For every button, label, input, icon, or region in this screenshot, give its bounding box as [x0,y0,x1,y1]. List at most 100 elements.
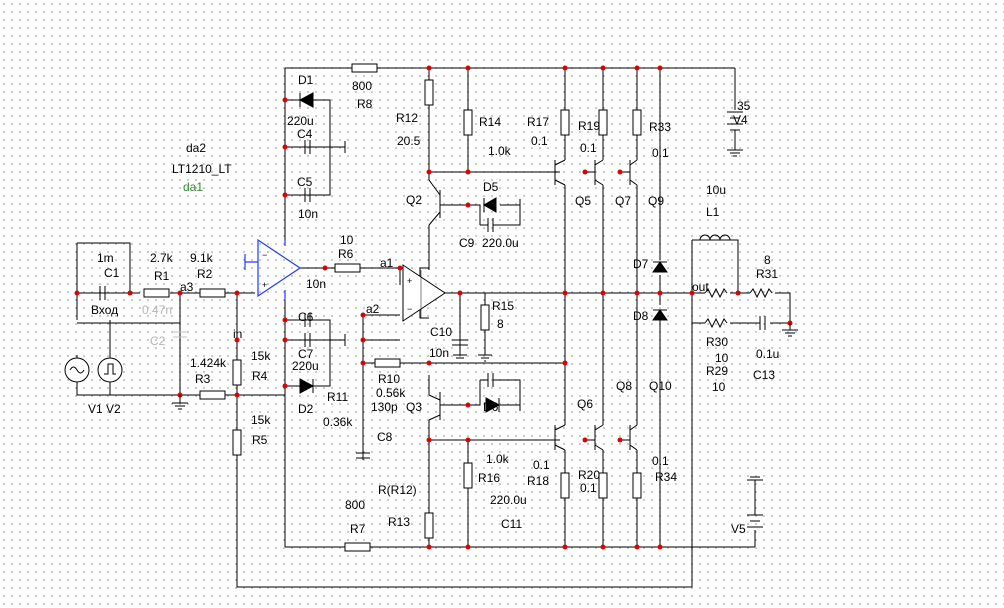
capacitor-c13[interactable] [759,316,766,330]
diode-d7[interactable] [652,261,668,273]
label-c7-value: 220u [292,359,319,373]
resistor-r10[interactable] [374,358,401,368]
label-c5-value: 10n [298,207,318,221]
inductor-l1[interactable] [699,234,731,241]
label-r18: R18 [527,474,549,488]
capacitor-c7[interactable] [304,333,346,347]
resistor-r18[interactable] [560,472,570,499]
label-c13-value: 0.1u [756,347,779,361]
label-d2: D2 [298,402,314,416]
label-rr12: R(R12) [378,483,417,497]
resistor-r3[interactable] [199,390,226,400]
diode-d8[interactable] [652,309,668,321]
label-c4: C4 [297,127,313,141]
label-c9-value: 220.0u [482,236,519,250]
resistor-r34[interactable] [632,472,642,499]
resistor-r16[interactable] [463,462,473,489]
label-q5: Q5 [575,194,591,208]
label-r6: R6 [338,247,354,261]
transistor-q7[interactable] [594,159,604,186]
label-q9: Q9 [648,194,664,208]
label-r30: R30 [706,335,728,349]
source-v5[interactable] [747,514,763,528]
resistor-r14[interactable] [463,109,473,136]
label-r4-value: 15k [251,349,271,363]
junction-dots [74,65,793,550]
label-r5: R5 [252,433,268,447]
label-c1-value: 1m [97,251,114,265]
label-d1: D1 [298,73,314,87]
label-r31: R31 [756,267,778,281]
capacitor-c10[interactable] [452,339,468,346]
source-v1[interactable] [64,357,90,383]
resistor-r6[interactable] [334,263,361,273]
capacitor-c4[interactable] [304,140,346,154]
capacitor-c8[interactable] [356,452,370,459]
resistor-r30[interactable] [704,317,728,329]
capacitor-c9[interactable] [480,205,521,232]
label-c4-value: 220u [287,114,314,128]
label-q8: Q8 [616,379,632,393]
label-lt1210: LT1210_LT [172,162,232,176]
svg-text:+: + [407,276,412,286]
label-r11: R11 [327,390,348,404]
diode-d1[interactable] [298,92,314,108]
transistor-q8[interactable] [594,424,604,451]
label-d8: D8 [633,309,649,323]
resistor-r12[interactable] [424,79,434,106]
label-r1: R1 [154,269,170,283]
resistor-r2[interactable] [199,288,226,298]
label-r14-value: 1.0k [488,144,512,158]
resistor-r19[interactable] [598,109,608,136]
capacitor-c5[interactable] [304,188,311,202]
capacitor-c11[interactable] [480,373,521,405]
label-r8-value: 800 [352,79,372,93]
label-r30-value: 10 [715,351,729,365]
resistor-r13[interactable] [424,512,434,539]
capacitor-c6[interactable] [304,313,311,327]
label-q6: Q6 [577,397,593,411]
diode-d2[interactable] [299,378,315,394]
source-v2[interactable] [97,320,123,395]
transistor-q6[interactable] [554,424,566,451]
resistor-r8[interactable] [351,63,378,73]
opamp-da2[interactable]: − + [244,238,302,300]
resistor-r1[interactable] [143,288,170,298]
capacitor-c1[interactable] [99,286,106,300]
label-r5-value: 15k [251,413,271,427]
label-v5: V5 [731,522,746,536]
resistor-r31[interactable] [749,287,773,299]
label-r29: R29 [706,364,728,378]
label-r4: R4 [252,369,268,383]
label-r3-value: 1.424k [190,356,227,370]
label-c5: C5 [297,175,313,189]
resistor-r15[interactable] [480,304,490,331]
label-v4-value: 35 [737,99,751,113]
resistor-r32-zigzag[interactable] [704,287,728,299]
label-c1: C1 [104,266,120,280]
label-r7: R7 [350,522,366,536]
transistor-q3[interactable] [428,392,441,421]
source-v4[interactable] [727,111,743,131]
transistor-q2[interactable] [428,179,441,226]
label-c8-value: 130p [371,400,398,414]
label-r20-value: 0.1 [580,481,597,495]
label-r19: R19 [578,119,600,133]
resistor-r17[interactable] [560,109,570,136]
label-r2-value: 9.1k [190,251,214,265]
resistor-r33[interactable] [632,109,642,136]
label-c9: C9 [459,236,475,250]
transistor-q5[interactable] [554,159,566,186]
resistor-r20[interactable] [598,472,608,499]
resistor-r7[interactable] [344,542,371,552]
capacitor-c2[interactable] [173,331,187,338]
opamp-da1[interactable]: + − [402,264,446,322]
label-a1: a1 [380,256,394,270]
diode-d5[interactable] [483,197,521,213]
transistor-q9[interactable] [629,159,638,186]
resistor-r4[interactable] [232,359,242,386]
resistor-r5[interactable] [232,429,242,456]
transistor-q10[interactable] [629,424,638,451]
label-d5: D5 [483,180,499,194]
